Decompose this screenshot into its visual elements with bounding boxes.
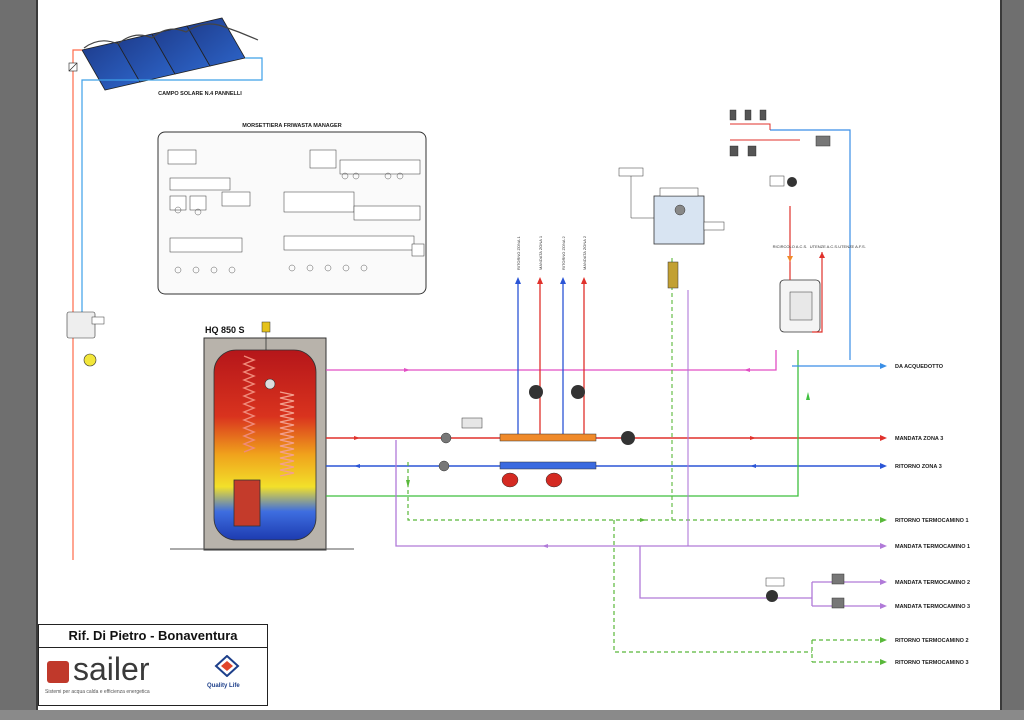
solar-field-label: CAMPO SOLARE N.4 PANNELLI (158, 91, 242, 97)
zone-label-2: RITORNO ZONA 2 (561, 236, 566, 270)
quality-life-logo-icon (214, 655, 240, 677)
solar-panels (81, 17, 259, 91)
window-bottom-strip (0, 710, 1024, 720)
thermometer-icon (264, 378, 276, 390)
acs-label-0: RICIRCOLO A.C.S. (773, 244, 808, 249)
outlet-mandata-zona-3: MANDATA ZONA 3 (895, 436, 943, 442)
outlet-ritorno-termocamino-1: RITORNO TERMOCAMINO 1 (895, 518, 969, 524)
sailer-logo-icon (47, 661, 69, 683)
acs-label-2: UTENZE A.F.S. (838, 244, 866, 249)
mixing-valve-icon (440, 432, 452, 444)
zone-label-3: MANDATA ZONA 2 (582, 235, 587, 270)
manager-title: MORSETTIERA FRIWASTA MANAGER (242, 123, 341, 129)
title-block: Rif. Di Pietro - Bonaventura sailer Sist… (38, 624, 268, 706)
project-reference: Rif. Di Pietro - Bonaventura (39, 625, 267, 648)
termocamino-pump-icon (766, 590, 778, 602)
tank-label: HQ 850 S (205, 325, 245, 335)
dhw-station (653, 195, 705, 245)
solar-controller (66, 311, 96, 339)
dhw-pipe (326, 350, 777, 371)
termocamino-branch-pipe (639, 546, 812, 599)
zone3-pump-icon (621, 431, 635, 445)
return-manifold (499, 461, 597, 470)
termocamino1-supply-pipe (395, 440, 880, 547)
partner-name: Quality Life (207, 683, 240, 689)
outlet-mandata-termocamino-2: MANDATA TERMOCAMINO 2 (895, 580, 970, 586)
outlet-da-acquedotto: DA ACQUEDOTTO (895, 364, 944, 370)
zone1-pump-icon (529, 385, 543, 399)
dhw-pump-icon (667, 261, 679, 289)
resistance-element (233, 479, 261, 527)
cold-water-riser (770, 129, 851, 360)
dhw-coil (279, 391, 295, 477)
buffer-tank (213, 349, 317, 541)
zone-label-1: MANDATA ZONA 1 (538, 235, 543, 270)
expansion-vessel-icon (83, 353, 97, 367)
green-circuit-pipe (326, 350, 799, 497)
actuator-icon (461, 417, 483, 429)
tap-icons (729, 109, 767, 157)
brand-tagline: Sistemi per acqua calda e efficienza ene… (45, 689, 150, 695)
outlet-mandata-termocamino-1: MANDATA TERMOCAMINO 1 (895, 544, 970, 550)
expansion-tank-1 (501, 472, 519, 488)
solar-flow-pipe (72, 49, 82, 560)
solar-return-pipe (81, 57, 263, 318)
outlet-ritorno-termocamino-3: RITORNO TERMOCAMINO 3 (895, 660, 969, 666)
drawing-sheet (36, 0, 1002, 710)
outlet-ritorno-termocamino-2: RITORNO TERMOCAMINO 2 (895, 638, 969, 644)
zone-label-0: RITORNO ZONA 1 (516, 236, 521, 270)
brand-name: sailer (73, 651, 150, 687)
outlet-mandata-termocamino-3: MANDATA TERMOCAMINO 3 (895, 604, 970, 610)
supply-manifold (499, 433, 597, 442)
expansion-tank-2 (545, 472, 563, 488)
termocamino1-return-pipe (407, 462, 880, 521)
air-vent-icon (261, 321, 271, 333)
outlet-ritorno-zona-3: RITORNO ZONA 3 (895, 464, 942, 470)
termocamino-return-branch (613, 520, 812, 653)
terminal-blocks (167, 149, 425, 257)
zone2-pump-icon (571, 385, 585, 399)
solar-coil (242, 355, 256, 453)
acs-label-1: UTENZE A.C.S. (810, 244, 838, 249)
